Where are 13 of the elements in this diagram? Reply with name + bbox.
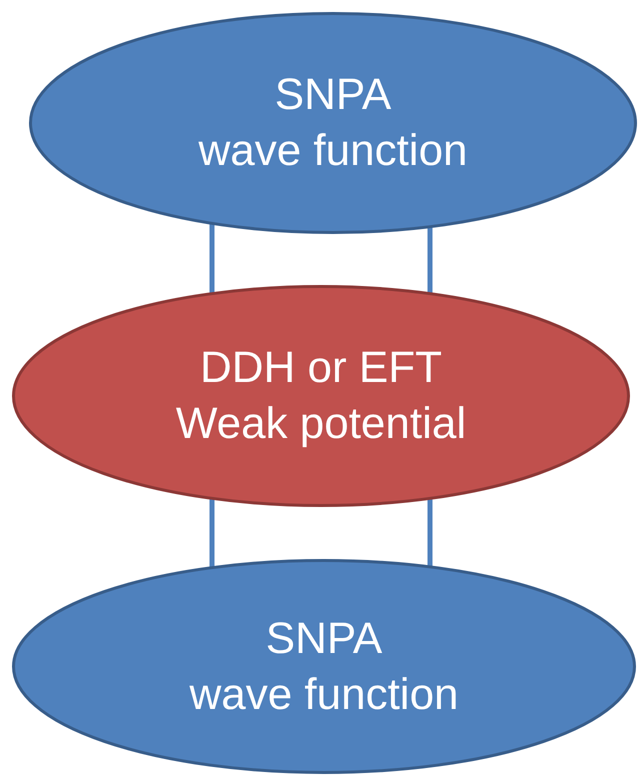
ellipse-node [12, 559, 636, 774]
node-label: DDH or EFT [200, 342, 442, 394]
connector-line [428, 227, 432, 294]
ellipse-node [29, 12, 637, 234]
node-label: wave function [189, 668, 459, 720]
node-label: Weak potential [176, 398, 466, 450]
node-label: SNPA [274, 69, 392, 121]
ellipse-node [12, 285, 630, 507]
connector-line [428, 498, 432, 566]
connector-line [210, 498, 214, 568]
node-label: SNPA [266, 612, 382, 664]
node-label: wave function [198, 125, 468, 177]
connector-line [210, 224, 214, 294]
